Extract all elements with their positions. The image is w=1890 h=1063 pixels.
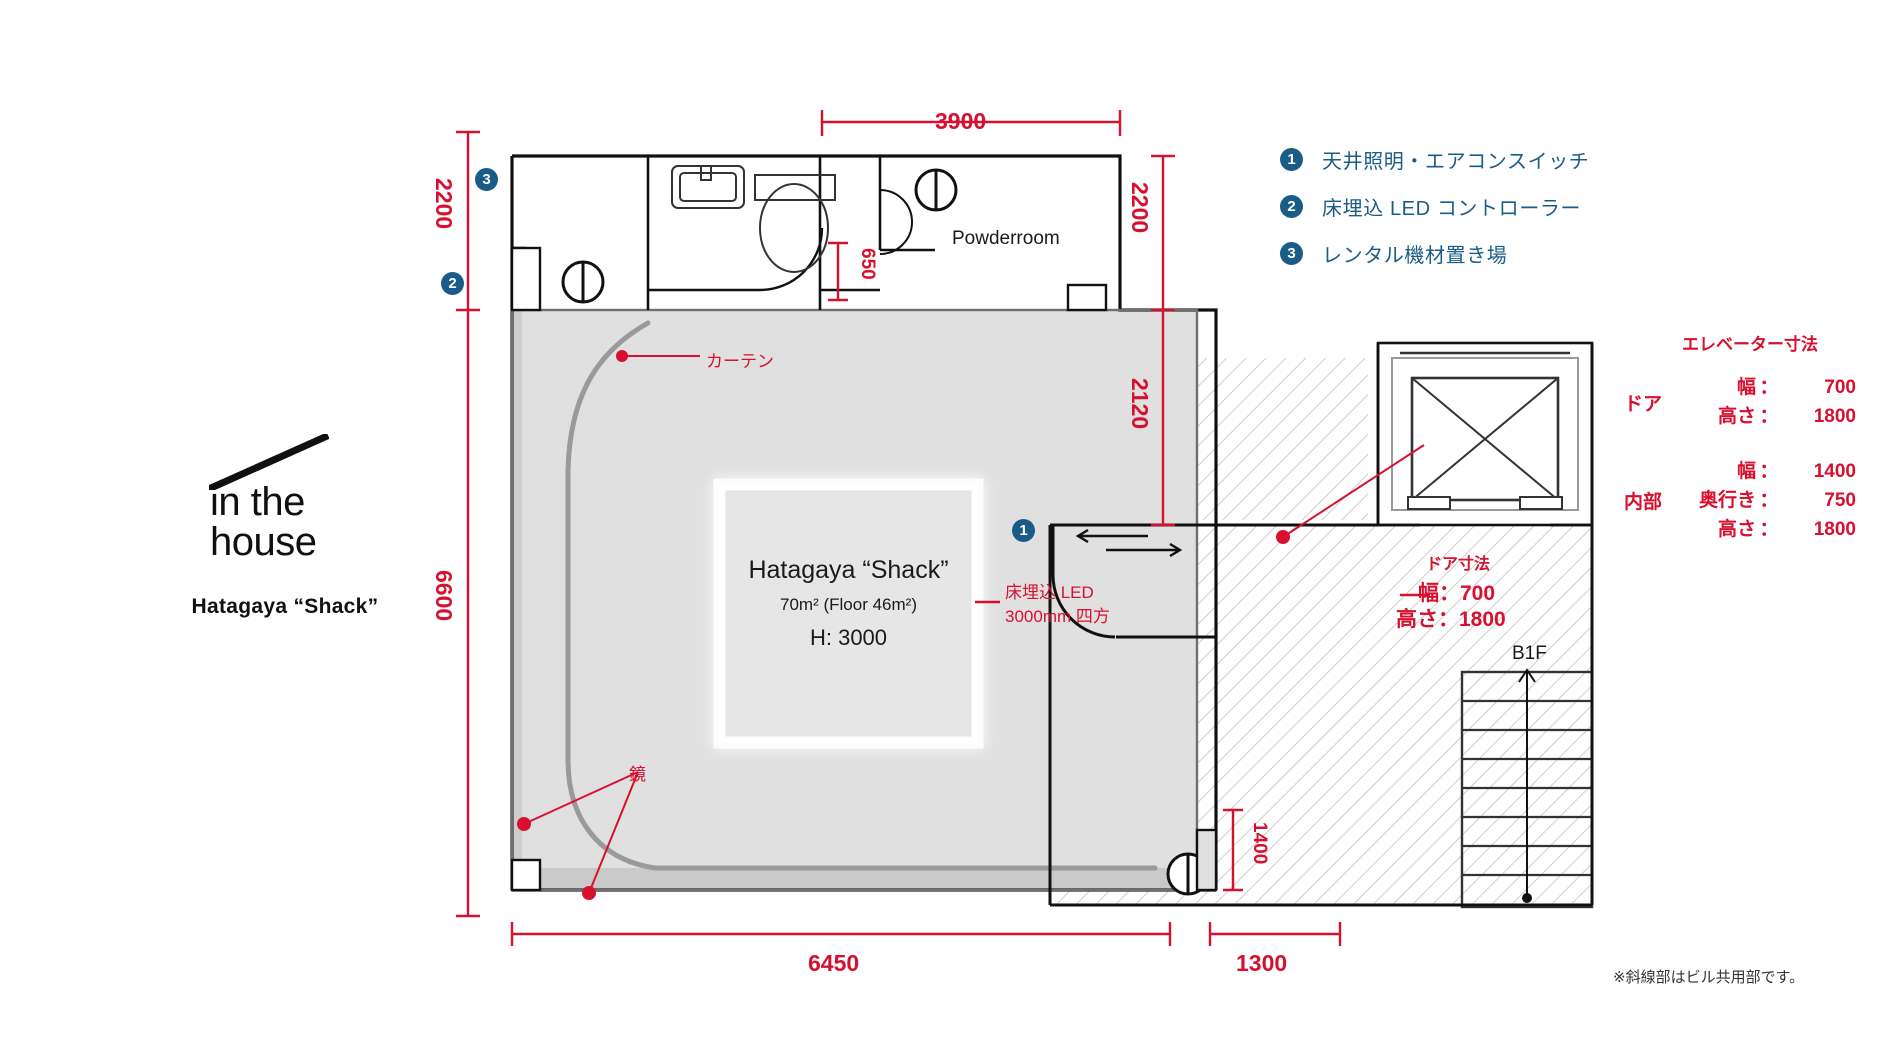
legend-item-rental-equipment-storage: 3 レンタル機材置き場: [1280, 234, 1700, 272]
stairs: [1460, 668, 1594, 909]
dimension-left-6600: 6600: [431, 570, 457, 622]
leader-lines: [517, 350, 1430, 900]
elevator-interior-height-value: 1800: [1813, 519, 1856, 540]
mirror-annotation: 鏡: [629, 765, 646, 784]
elevator-interior-depth-label: 奥行き: [1698, 490, 1756, 511]
logo-caption: Hatagaya “Shack”: [191, 595, 379, 618]
plan-marker-1[interactable]: 1: [1012, 519, 1035, 542]
elevator-door-height-label: 高さ: [1717, 406, 1756, 427]
door-direction-arrows: [1075, 528, 1183, 558]
logo-line-1: in the: [210, 480, 305, 524]
powderroom-partitions: [646, 156, 935, 310]
legend-badge-2: 2: [1280, 194, 1303, 218]
elevator-interior-height-row: 高さ ： 1800: [1668, 515, 1890, 544]
elevator-interior-height-sep: ：: [1759, 519, 1779, 540]
elevator-door-width-sep: ：: [1759, 377, 1779, 398]
elevator-interior-width-sep: ：: [1759, 461, 1779, 482]
legend-badge-1: 1: [1280, 147, 1303, 171]
studio-room-outline: [510, 308, 1199, 892]
elevator-interior-depth-sep: ：: [1759, 490, 1779, 511]
elevator-door-width-value: 700: [1824, 377, 1856, 398]
elevator-door-width-row: 幅 ： 700: [1668, 373, 1890, 402]
curtain-annotation: カーテン: [706, 352, 774, 371]
curtain-track: [565, 320, 1158, 871]
elevator-interior-group: 内部 幅 ： 1400 奥行き ： 750 高さ ： 1800: [1590, 457, 1890, 544]
elevator-interior-width-value: 1400: [1813, 461, 1856, 482]
legend-label-1: 天井照明・エアコンスイッチ: [1322, 150, 1590, 173]
legend-item-ceiling-light-switch: 1 天井照明・エアコンスイッチ: [1280, 140, 1700, 178]
elevator-door-key: ドア: [1623, 393, 1662, 415]
b1f-label: B1F: [1512, 643, 1547, 664]
dimension-bottom-6450: 6450: [808, 950, 860, 976]
elevator-interior-height-label: 高さ: [1717, 519, 1756, 540]
dimension-lines: [456, 110, 1342, 946]
sink-fixture: [671, 165, 745, 209]
elevator-interior-width-label: 幅: [1736, 461, 1756, 482]
elevator-shaft: [1376, 341, 1594, 527]
room-area: 70m² (Floor 46m²): [780, 595, 917, 614]
elevator-door-group: ドア 幅 ： 700 高さ ： 1800: [1590, 373, 1890, 431]
legend-item-led-controller: 2 床埋込 LED コントローラー: [1280, 187, 1700, 225]
toilet-fixture: [754, 174, 836, 273]
elevator-spec-table: エレベーター寸法 ドア 幅 ： 700 高さ ： 1800 内部 幅: [1590, 330, 1890, 544]
powderroom-label: Powderroom: [952, 228, 1060, 249]
legend-badge-3: 3: [1280, 241, 1303, 265]
room-title: Hatagaya “Shack”: [748, 556, 949, 584]
wall-stubs: [510, 246, 1218, 892]
led-annotation-line1: 床埋込 LED: [1005, 583, 1094, 602]
door-spec-height: 高さ：1800: [1396, 608, 1506, 631]
building-right-edge: [1048, 343, 1594, 907]
dimension-inner-1400: 1400: [1249, 822, 1270, 865]
dimension-left-2200: 2200: [431, 178, 457, 230]
roof-line-icon: [209, 434, 329, 490]
led-annotation-line2: 3000mm 四方: [1005, 607, 1110, 626]
dimension-bottom-1300: 1300: [1236, 950, 1288, 976]
plan-marker-2[interactable]: 2: [441, 272, 464, 295]
elevator-spec-title: エレベーター寸法: [1682, 335, 1818, 354]
elevator-interior-depth-row: 奥行き ： 750: [1668, 486, 1890, 515]
footnote: ※斜線部はビル共用部です。: [1613, 969, 1805, 986]
elevator-door-height-row: 高さ ： 1800: [1668, 402, 1890, 431]
elevator-door-height-value: 1800: [1813, 406, 1856, 427]
led-floor-square: [713, 478, 984, 749]
elevator-interior-width-row: 幅 ： 1400: [1668, 457, 1890, 486]
elevator-door-height-sep: ：: [1759, 406, 1779, 427]
logo-line-2: house: [210, 520, 317, 564]
elevator-door-width-label: 幅: [1736, 377, 1756, 398]
plan-marker-3[interactable]: 3: [475, 168, 498, 191]
door-spec-title: ドア寸法: [1426, 556, 1491, 573]
dimension-right-2120: 2120: [1127, 378, 1153, 430]
room-height: H: 3000: [809, 625, 888, 650]
elevator-interior-key: 内部: [1623, 492, 1662, 513]
dimension-top-3900: 3900: [935, 108, 987, 134]
legend: 1 天井照明・エアコンスイッチ 2 床埋込 LED コントローラー 3 レンタル…: [1280, 140, 1700, 281]
door-spec-width: 幅：700: [1418, 582, 1496, 605]
entry-door-swing: [1051, 525, 1216, 639]
dimension-inner-650: 650: [857, 248, 878, 280]
elevator-interior-depth-value: 750: [1824, 490, 1856, 511]
dimension-right-2200: 2200: [1127, 182, 1153, 234]
legend-label-3: レンタル機材置き場: [1322, 244, 1508, 267]
legend-label-2: 床埋込 LED コントローラー: [1322, 197, 1582, 220]
logo-text: in the house: [210, 480, 317, 564]
